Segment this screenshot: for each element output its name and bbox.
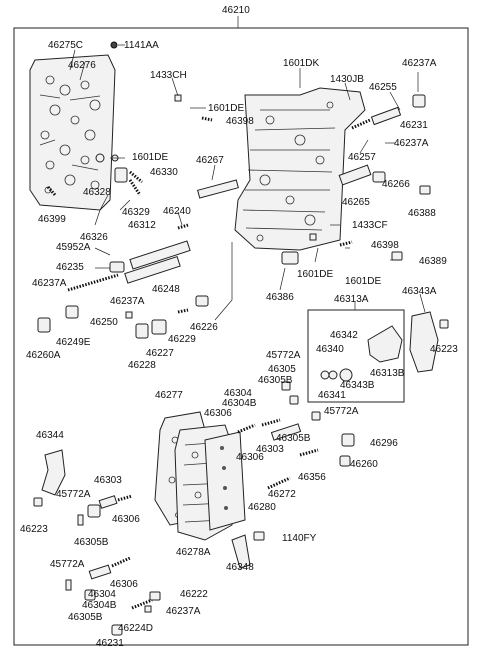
label-1601DE-4: 1601DE — [345, 276, 381, 287]
label-46272: 46272 — [268, 489, 296, 500]
label-46231-2: 46231 — [96, 638, 124, 649]
label-46226: 46226 — [190, 322, 218, 333]
label-46356: 46356 — [298, 472, 326, 483]
label-46237A-2: 46237A — [394, 138, 429, 149]
label-46237A-5: 46237A — [166, 606, 201, 617]
label-46304B-2: 46304B — [82, 600, 117, 611]
label-46386: 46386 — [266, 292, 294, 303]
label-46249E: 46249E — [56, 337, 91, 348]
label-1430JB: 1430JB — [330, 74, 364, 85]
label-46267: 46267 — [196, 155, 224, 166]
label-46341: 46341 — [318, 390, 346, 401]
label-46305B-2: 46305B — [276, 433, 311, 444]
label-1140FY: 1140FY — [282, 533, 317, 544]
label-46312: 46312 — [128, 220, 156, 231]
label-46280: 46280 — [248, 502, 276, 513]
label-46305B-4: 46305B — [68, 612, 103, 623]
label-46305B-3: 46305B — [74, 537, 109, 548]
label-1433CF: 1433CF — [352, 220, 388, 231]
label-46340: 46340 — [316, 344, 344, 355]
label-46313A: 46313A — [334, 294, 369, 305]
label-46303-2: 46303 — [94, 475, 122, 486]
label-46276: 46276 — [68, 60, 96, 71]
label-46257: 46257 — [348, 152, 376, 163]
label-46255: 46255 — [369, 82, 397, 93]
label-46277: 46277 — [155, 390, 183, 401]
label-46305B-1: 46305B — [258, 375, 293, 386]
label-45772A-2: 45772A — [324, 406, 359, 417]
label-46399: 46399 — [38, 214, 66, 225]
label-46248: 46248 — [152, 284, 180, 295]
label-46388: 46388 — [408, 208, 436, 219]
label-46398-2: 46398 — [371, 240, 399, 251]
label-46305: 46305 — [268, 364, 296, 375]
label-46306-1: 46306 — [204, 408, 232, 419]
label-46304-1: 46304 — [224, 388, 252, 399]
label-46223-1: 46223 — [430, 344, 458, 355]
label-46223-2: 46223 — [20, 524, 48, 535]
label-46303-1: 46303 — [256, 444, 284, 455]
label-46260A: 46260A — [26, 350, 61, 361]
label-46304-2: 46304 — [88, 589, 116, 600]
label-45772A-3: 45772A — [56, 489, 91, 500]
label-1601DE-2: 1601DE — [132, 152, 168, 163]
label-46313B: 46313B — [370, 368, 405, 379]
label-46330: 46330 — [150, 167, 178, 178]
label-46227: 46227 — [146, 348, 174, 359]
label-46235: 46235 — [56, 262, 84, 273]
label-1141AA: 1141AA — [124, 40, 159, 51]
label-46231-1: 46231 — [400, 120, 428, 131]
cover-plate — [204, 431, 246, 531]
upper-valve-body — [234, 87, 366, 251]
label-46250: 46250 — [90, 317, 118, 328]
label-46266: 46266 — [382, 179, 410, 190]
label-46342: 46342 — [330, 330, 358, 341]
label-46328: 46328 — [83, 187, 111, 198]
label-1601DE-1: 1601DE — [208, 103, 244, 114]
label-1601DK: 1601DK — [283, 58, 319, 69]
label-46306-4: 46306 — [110, 579, 138, 590]
label-46343A: 46343A — [402, 286, 437, 297]
label-1601DE-3: 1601DE — [297, 269, 333, 280]
label-46343B: 46343B — [340, 380, 375, 391]
label-46348: 46348 — [226, 562, 254, 573]
label-46237A-1: 46237A — [402, 58, 437, 69]
label-46275C: 46275C — [48, 40, 83, 51]
label-46344: 46344 — [36, 430, 64, 441]
label-46398-1: 46398 — [226, 116, 254, 127]
solenoid-box — [307, 309, 405, 403]
label-46260: 46260 — [350, 459, 378, 470]
label-46265: 46265 — [342, 197, 370, 208]
label-46326: 46326 — [80, 232, 108, 243]
label-45772A-1: 45772A — [266, 350, 301, 361]
label-46389: 46389 — [419, 256, 447, 267]
label-46237A-3: 46237A — [32, 278, 67, 289]
label-46224D: 46224D — [118, 623, 153, 634]
assembly-frame — [13, 27, 469, 646]
label-45772A-4: 45772A — [50, 559, 85, 570]
label-46304B-1: 46304B — [222, 398, 257, 409]
label-46237A-4: 46237A — [110, 296, 145, 307]
bolt-1141AA — [110, 41, 118, 49]
label-46306-3: 46306 — [112, 514, 140, 525]
label-46240: 46240 — [163, 206, 191, 217]
label-46228: 46228 — [128, 360, 156, 371]
label-46329: 46329 — [122, 207, 150, 218]
label-46229: 46229 — [168, 334, 196, 345]
label-45952A: 45952A — [56, 242, 91, 253]
label-46296: 46296 — [370, 438, 398, 449]
main-part-label: 46210 — [222, 5, 250, 16]
label-46222: 46222 — [180, 589, 208, 600]
label-46306-2: 46306 — [236, 452, 264, 463]
label-1433CH: 1433CH — [150, 70, 187, 81]
label-46278A: 46278A — [176, 547, 211, 558]
